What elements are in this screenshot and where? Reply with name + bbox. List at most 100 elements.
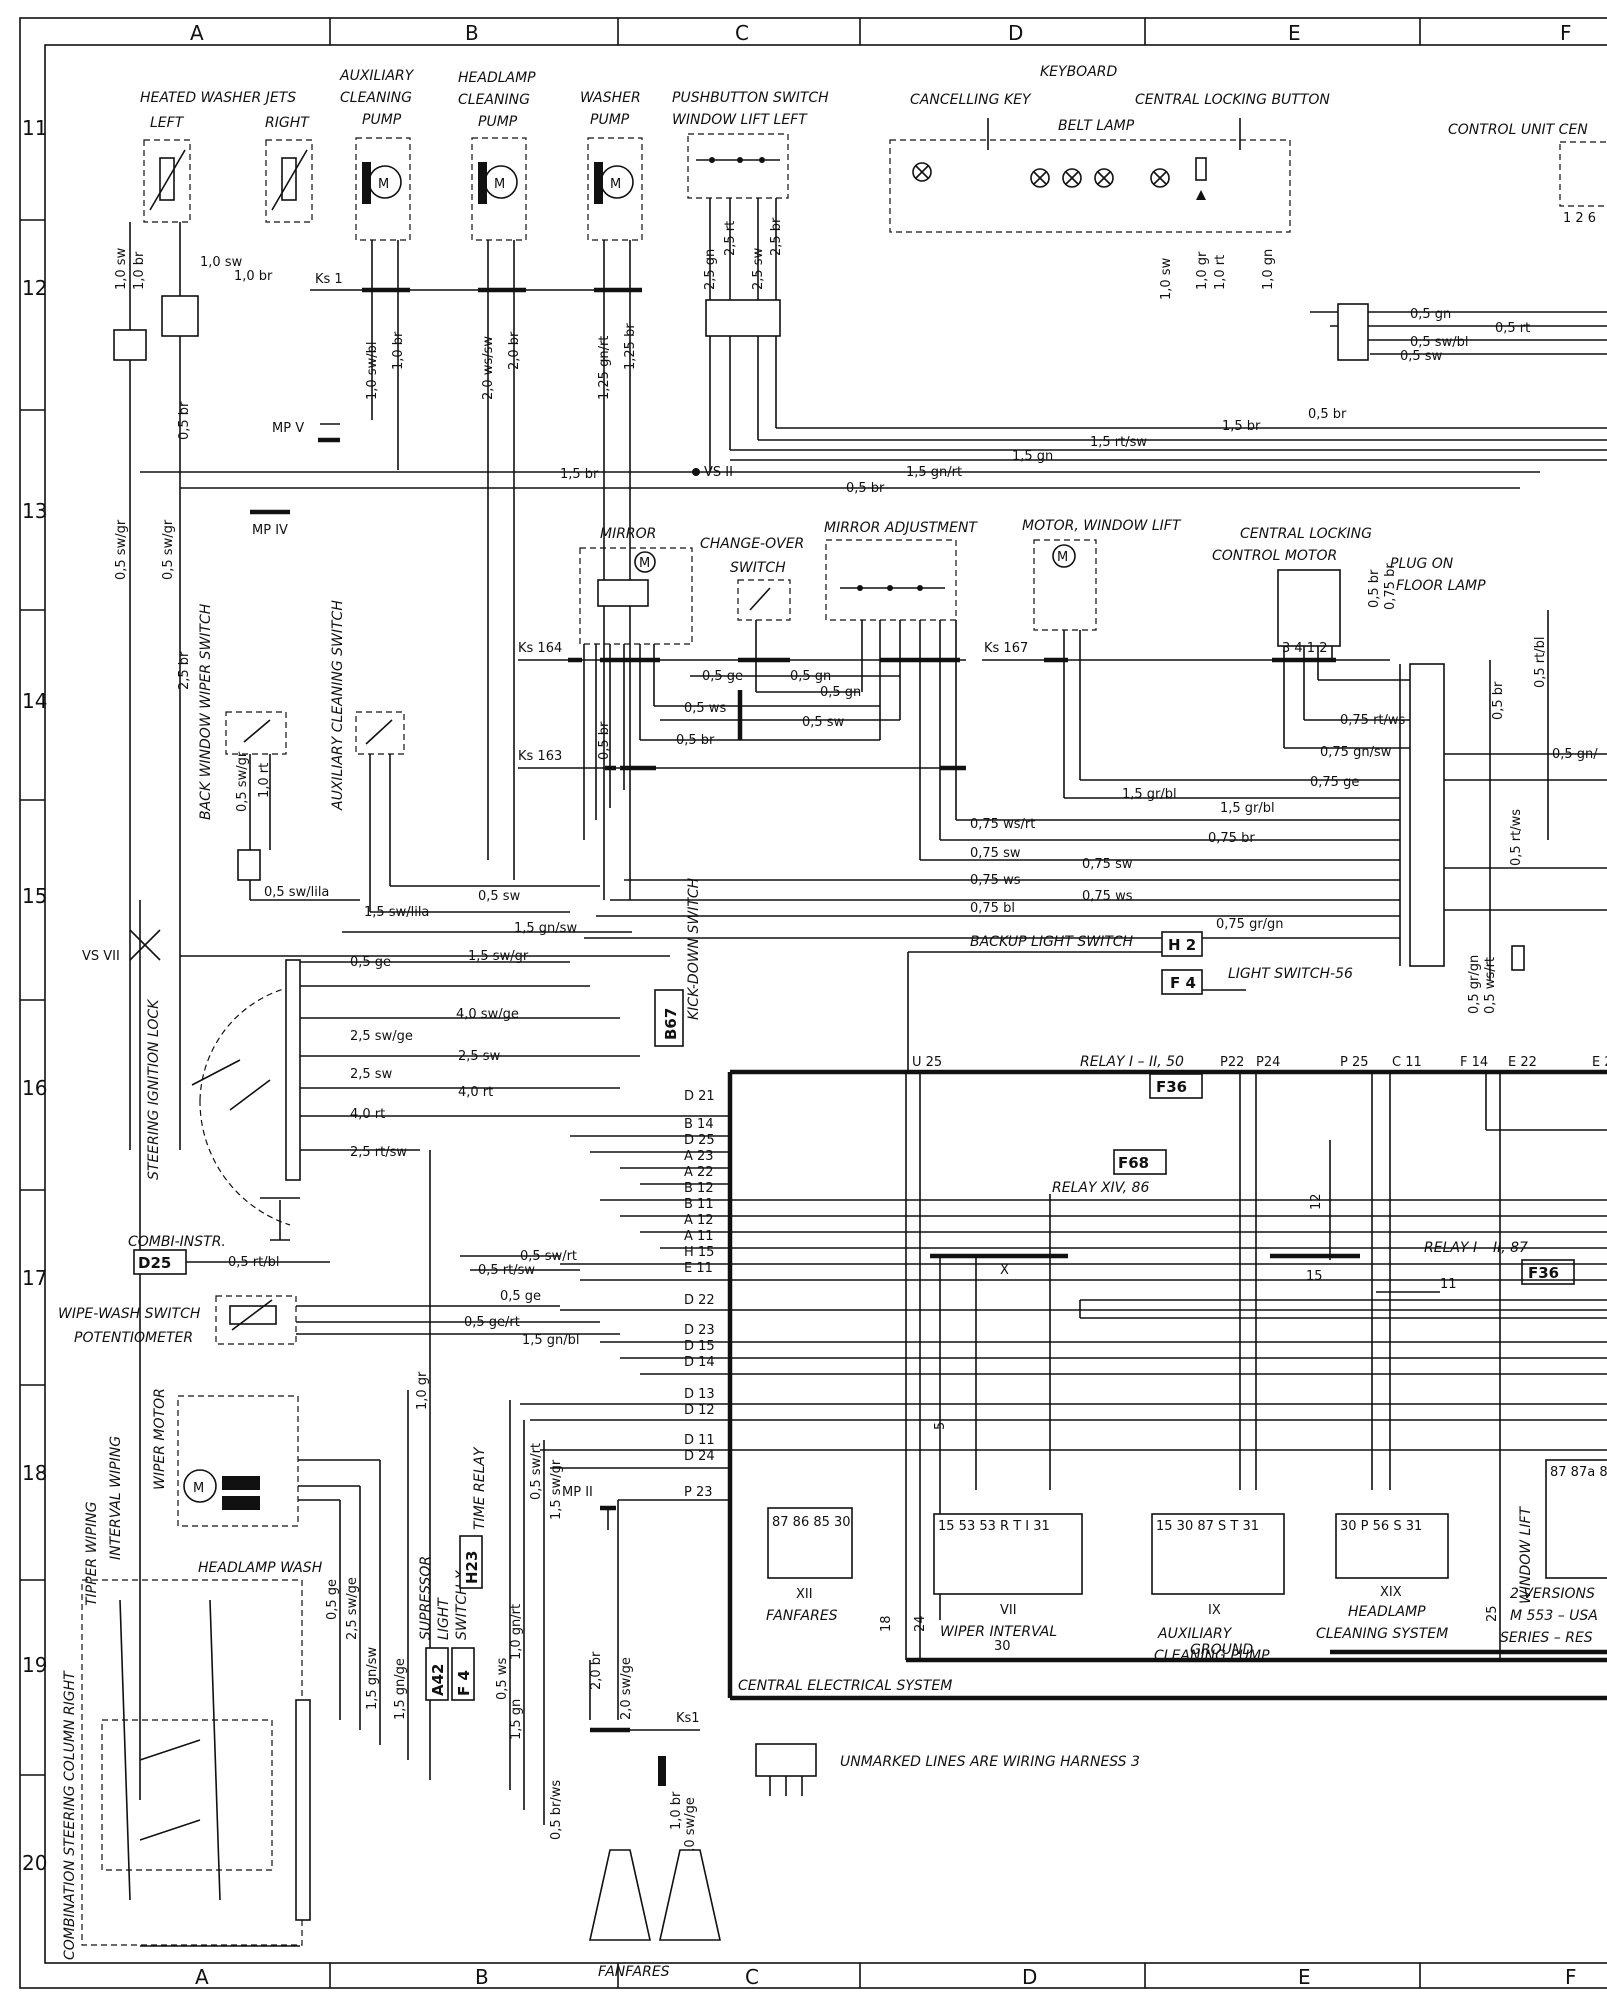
fuse-number: 11 [1440,1277,1457,1292]
box-f36a [1149,1073,1203,1099]
wire-label: 1,0 br [669,1791,684,1830]
label-relay-i-ii-50: RELAY I – II, 50 [1080,1054,1184,1070]
box-b67 [654,989,684,1047]
col-label-bottom-a: A [195,1965,209,1989]
top-vertical-wires [129,198,777,1150]
box-f4 [1161,969,1203,995]
wire-label: 0,5 sw/gr [235,751,250,812]
wire-label: 2,5 gn [703,249,718,290]
connector-jets-right [161,295,199,337]
wire-label: 0,5 rt [1495,321,1530,336]
wipe-wash-wire-band [296,1255,620,1335]
node-vsii: VS II [704,465,733,480]
svg-text:M: M [639,556,650,571]
ref-f4: F 4 [1170,974,1196,992]
relay-xii-name: FANFARES [766,1608,838,1624]
pin-label: E 2 [1592,1055,1607,1070]
wire-label: 0,5 rt/bl [228,1255,280,1270]
label-control-unit: CONTROL UNIT CEN [1448,122,1588,138]
wire-label: 0,5 ge [350,955,391,970]
wiper-motor: M [177,1395,299,1527]
label-kick-down-switch: KICK-DOWN SWITCH [686,877,702,1020]
col-label-a: A [190,21,204,45]
wire-label: 4,0 sw/ge [456,1007,519,1022]
relay-vii-id: VII [1000,1603,1017,1618]
wire-label: 0,75 sw [1082,857,1133,872]
pin-label: F 14 [1460,1055,1488,1070]
wire-label: 2,5 sw/ge [350,1029,413,1044]
wire-label: 0,75 br [1208,831,1255,846]
left-wire-band [139,885,670,1800]
wire-label: 0,5 ws [495,1658,510,1700]
col-label-e: E [1288,21,1301,45]
wire-label: 1,5 gn/bl [522,1333,580,1348]
svg-text:15 30 87 S T 31: 15 30 87 S T 31 [1156,1519,1259,1534]
combination-steering-switch [81,1579,311,1946]
headlamp-cleaning-pump: M [471,137,527,241]
column-grid-top: A B C D E F [190,18,1572,45]
mirror-adjustment [825,539,957,621]
relay-vii-wiper-interval: 15 53 53 R T I 31 [933,1513,1083,1595]
heated-washer-jet-right [265,139,313,223]
pin-label: P 23 [684,1485,713,1500]
col-label-d: D [1008,21,1023,45]
washer-pump: M [587,137,643,241]
wire-label: 1,25 br [623,323,638,370]
pin-label: D 24 [684,1449,715,1464]
wire-label: 0,5 br/ws [549,1780,564,1840]
svg-text:M: M [378,177,389,192]
label-suppressor: SUPRESSOR [418,1556,434,1640]
wire-label: 1,5 sw/lila [364,905,429,920]
relay-xix-headlamp-cleaning: 30 P 56 S 31 [1335,1513,1449,1579]
wire-label: 0,5 gn [1410,307,1451,322]
row-label-20: 20 [22,1851,47,1875]
back-window-wiper-switch [225,711,287,755]
wire-label: 0,5 rt/ws [1509,809,1524,866]
row-label-18: 18 [22,1461,47,1485]
ref-d25: D25 [138,1254,171,1272]
box-f4b [451,1647,475,1701]
label-wipe-wash-1: WIPE-WASH SWITCH [58,1306,201,1322]
wire-label: 0,5 ws/rt [1483,957,1498,1014]
harness-legend-symbol [755,1743,817,1796]
label-back-window-wiper-switch: BACK WINDOW WIPER SWITCH [198,603,214,820]
wire-label: 1,5 gn/ge [393,1658,408,1720]
pin-label: D 13 [684,1387,715,1402]
box-h23 [459,1535,483,1589]
wire-label: 1,0 br [391,331,406,370]
col-label-bottom-c: C [745,1965,759,1989]
connector-central-locking [1399,663,1445,967]
wire-label: 0,5 br [597,721,612,760]
label-change-over-2: SWITCH [730,560,786,576]
wire-label: 0,5 sw [478,889,521,904]
connector-jets-left [113,329,147,361]
wire-label: 0,75 bl [970,901,1015,916]
wire-label: 0,5 rt/sw [478,1263,535,1278]
label-jet-left: LEFT [150,115,185,131]
wire-label: 2,5 sw [751,247,766,290]
ref-h23: H23 [463,1551,481,1584]
wire-label: 0,5 br [1308,407,1347,422]
wire-label: 0,75 ws [1082,889,1133,904]
svg-text:30 P 56 S 31: 30 P 56 S 31 [1340,1519,1422,1534]
wire-label: 0,75 rt/ws [1340,713,1406,728]
change-over-switch [737,579,791,621]
wire-label: 0,5 sw/rt [529,1443,544,1500]
label-pushbutton-2: WINDOW LIFT LEFT [672,112,808,128]
relay-window-lift: 87 87a 87 [1545,1459,1607,1579]
node-vsvii: VS VII [82,949,120,964]
node-ks167: Ks 167 [984,641,1028,656]
pin-label: D 23 [684,1323,715,1338]
horizontal-wires-row-12 [140,311,1607,489]
label-auxiliary-cleaning-switch: AUXILIARY CLEANING SWITCH [330,600,346,811]
wire-label: 1,0 br [234,269,273,284]
wire-label: 1,5 gn [509,1699,524,1740]
label-wipe-wash-2: POTENTIOMETER [74,1330,193,1346]
wire-label: 0,5 sw/gr [114,519,129,580]
label-headlamp-pump-3: PUMP [478,114,518,130]
relay-xii-id: XII [796,1587,813,1602]
node-x: X [1000,1263,1009,1278]
wire-label: 0,75 sw [970,846,1021,861]
col-label-bottom-e: E [1298,1965,1311,1989]
wire-label: 0,5 ge [500,1289,541,1304]
